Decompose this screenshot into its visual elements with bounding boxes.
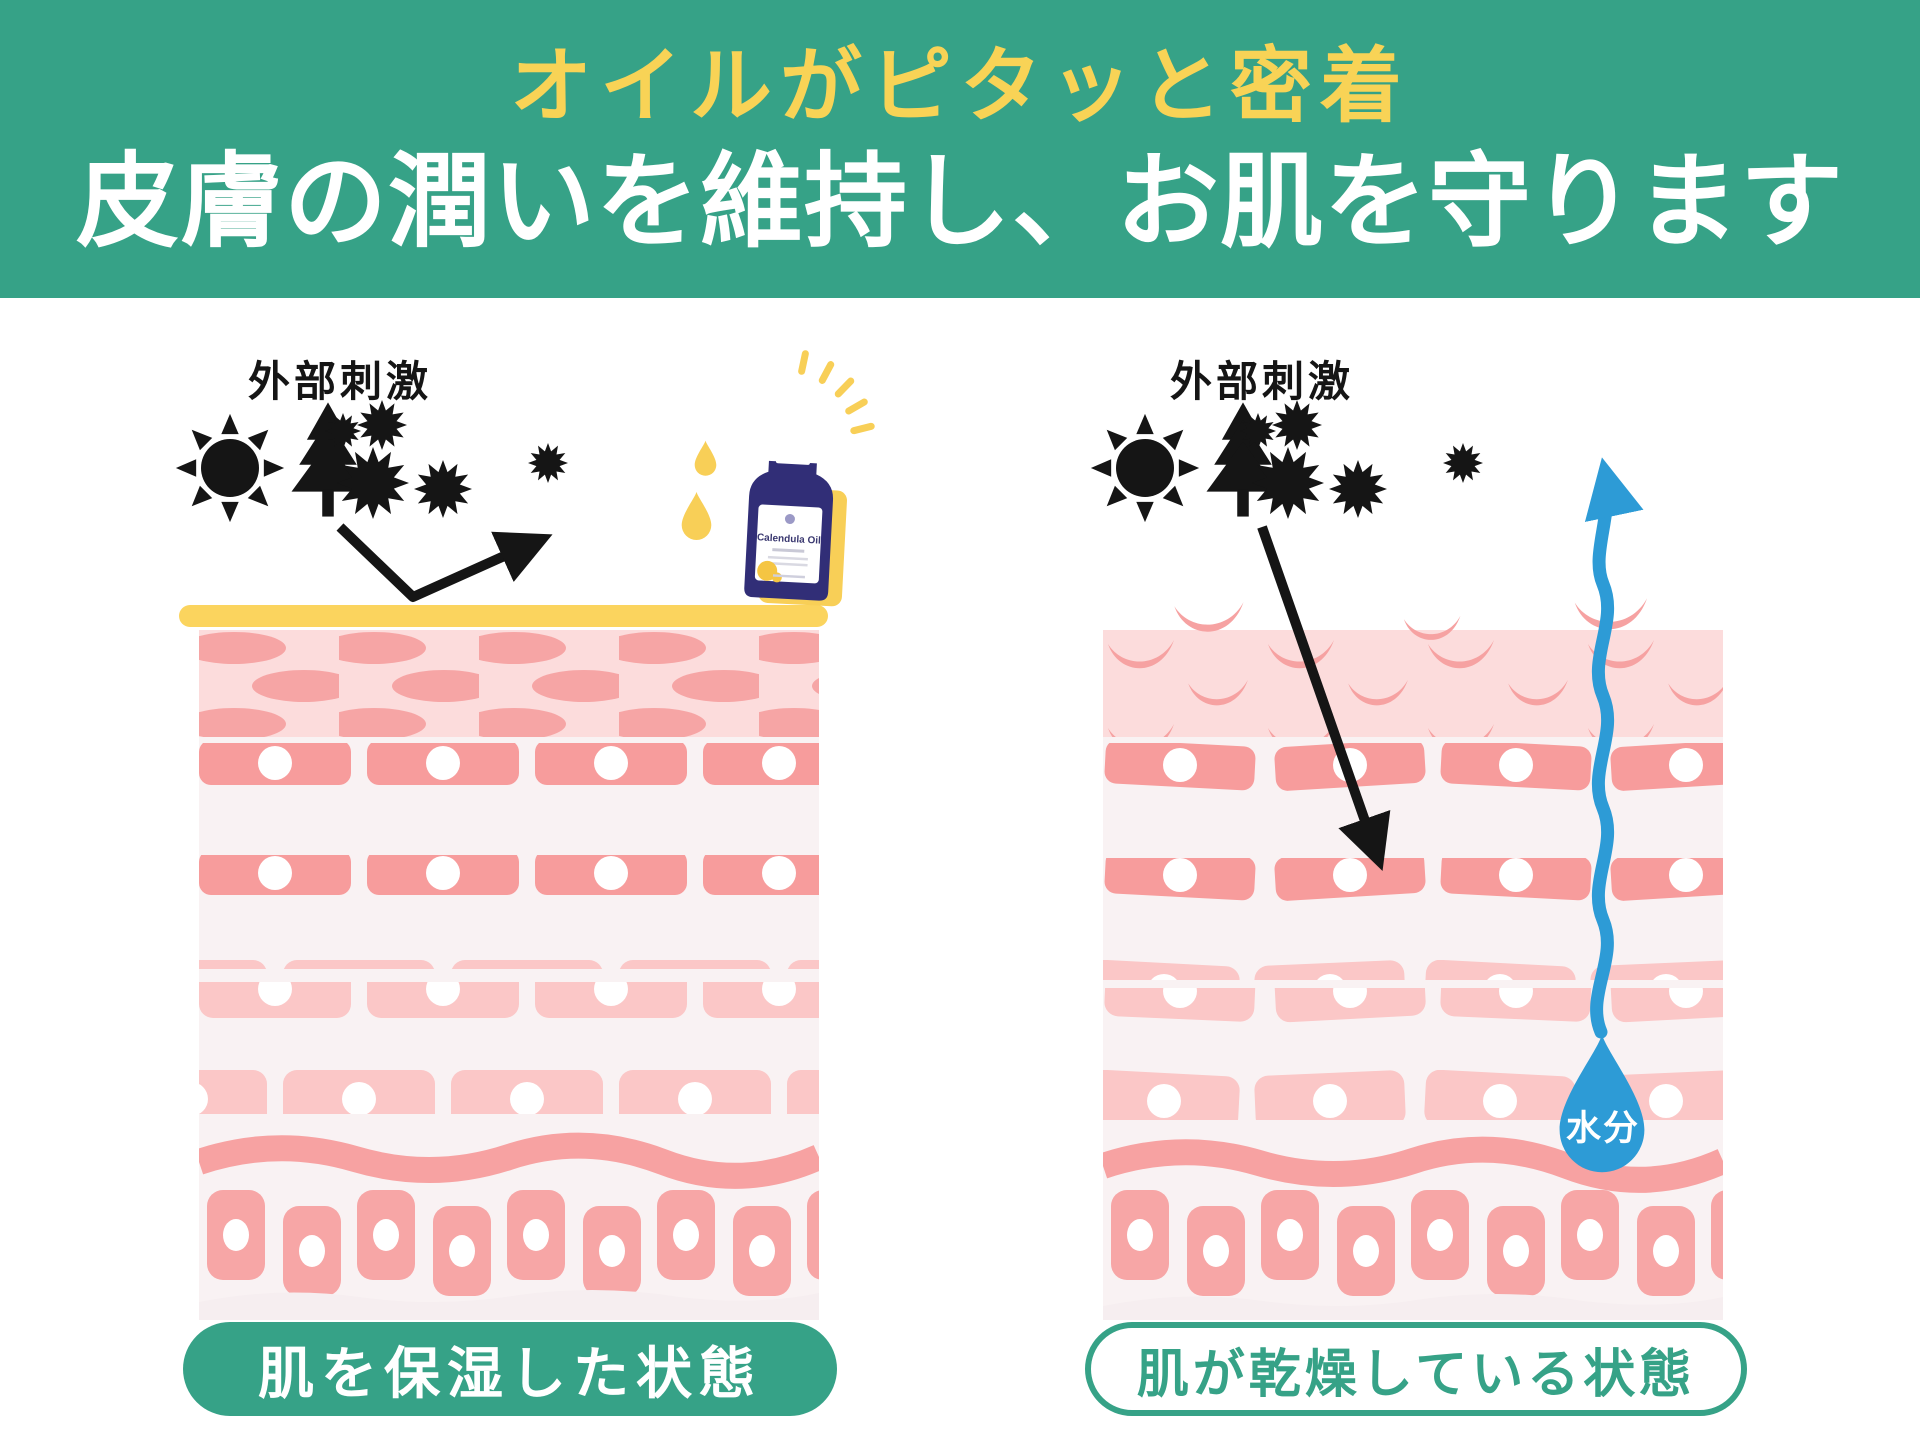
product-name: Calendula Oil [757,532,822,546]
germ-icon [1272,400,1322,450]
germ-icon [1329,460,1387,518]
pump-head [758,390,835,411]
skin-cell-row [1103,988,1723,1050]
skin-flake-icon [1174,602,1244,632]
skin-cell-row [199,855,819,900]
skin-flake-icon [1574,598,1648,630]
header-banner: オイルがピタッと密着 皮膚の潤いを維持し、お肌を守ります [0,0,1920,298]
skin-diagram-dry [1103,598,1723,1320]
caption-moisturized: 肌を保湿した状態 [183,1322,837,1416]
external-stimuli-label-left: 外部刺激 [247,358,432,405]
germ-icon [1443,443,1483,483]
tree-icon [1206,402,1280,517]
skin-cell-row [1103,800,1723,850]
skin-cell-row [199,743,819,788]
basement-membrane-wave [1103,1136,1723,1193]
skin-cell-row [1103,743,1723,793]
water-drop-icon [1559,1034,1645,1173]
stimuli-icons-left [172,400,568,526]
skin-diagram-moisturized [199,630,819,1320]
tree-icon [291,402,365,517]
sun-icon [172,410,288,526]
skin-cell-row [199,798,819,843]
sun-icon [1087,410,1203,526]
skin-cell-row [1103,858,1723,908]
bottle-cap [775,427,812,465]
germ-icon [528,443,568,483]
product-bottle: Calendula Oil [744,390,847,607]
skin-cell-row [1103,918,1723,980]
page-title: 皮膚の潤いを維持し、お肌を守ります [76,143,1844,259]
oil-layer [179,605,828,627]
dermis-bottom-band [199,1289,819,1320]
dermis-bottom-band [1103,1293,1723,1320]
moisture-label: 水分 [1565,1109,1640,1148]
caption-dry: 肌が乾燥している状態 [1085,1322,1747,1416]
oil-drop-icon [694,440,717,476]
skin-cell-row [199,911,819,969]
skin-cell-row [199,1056,819,1114]
oil-drop-icon [681,491,712,540]
external-stimuli-label-right: 外部刺激 [1169,358,1354,405]
skin-cell-row [199,982,819,1040]
germ-icon [414,460,472,518]
basement-membrane-wave [199,1132,819,1189]
stimuli-icons-right [1087,400,1483,526]
header-subtitle: オイルがピタッと密着 [509,40,1410,132]
germ-icon [357,400,407,450]
